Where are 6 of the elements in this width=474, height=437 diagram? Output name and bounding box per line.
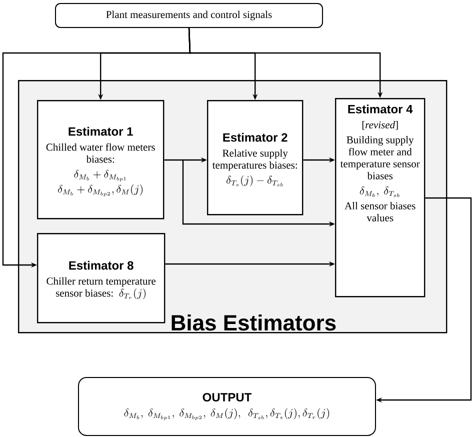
estimator-box: Estimator 8 Chiller return temperature sensor biases: $\delta_{T_r}(j)$ — [37, 233, 166, 324]
estimator-box: Estimator 4 [revised] Building supply flow meter and temperature sensor biases $\delta_{M_b},\ \delta_{T_{sb}}$ All sensor biases values — [335, 98, 426, 298]
output-box: OUTPUT $\delta_{M_b},\ \delta_{M_{bp1}},\ \delta_{M_{bp2}},\ \delta_M(j),\ \ \delta_{T_{sb}},\delta_{T_s}(j),\delta_{T_r}(j)$ — [78, 377, 376, 436]
input-box: Plant measurements and control signals — [55, 3, 323, 28]
estimator-box: Estimator 1 Chilled water flow meters biases: $\delta_{M_b}+\delta_{M_{bp1}}$ $\delta_{M_b}+\delta_{M_{bp2}},\delta_M(j)$ — [37, 100, 164, 220]
estimator-box: Estimator 2 Relative supply temperatures biases: $\delta_{T_s}(j)-\delta_{T_{sb}}$ — [207, 100, 304, 216]
